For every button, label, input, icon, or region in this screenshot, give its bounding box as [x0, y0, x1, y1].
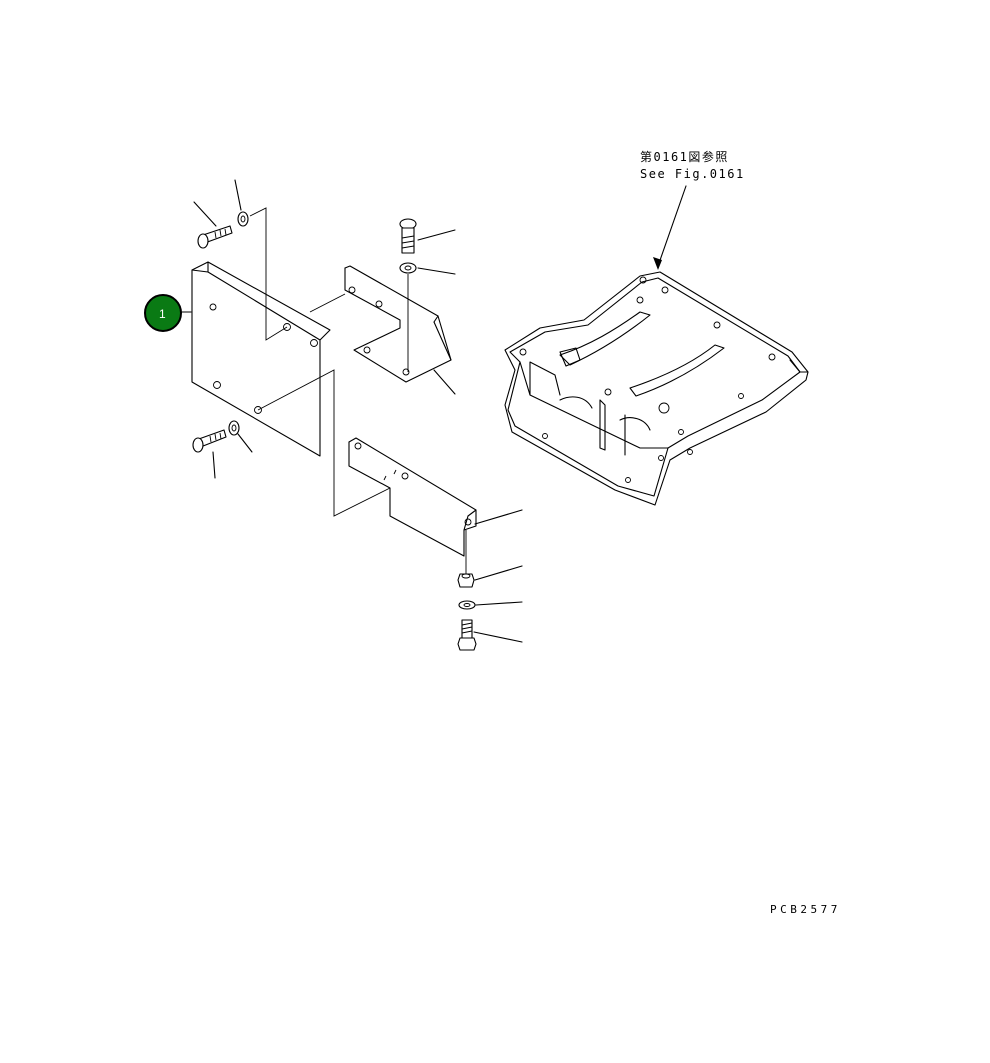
leader-line [474, 565, 523, 581]
leader-line [417, 229, 456, 241]
reference-note-jp: 第0161図参照 [640, 149, 729, 164]
alignment-line [257, 369, 391, 517]
cover-plate [191, 261, 331, 457]
alignment-line [249, 207, 288, 341]
leader-line [474, 509, 523, 525]
leader-line [212, 451, 216, 479]
washer-upper-left [237, 211, 249, 227]
bolt-upper-vertical [399, 218, 417, 254]
reference-arrow [653, 185, 687, 270]
bolt-upper-left [197, 225, 233, 249]
washer-lower-left [228, 420, 240, 436]
leader-line [237, 433, 253, 453]
lower-bracket [348, 437, 477, 557]
upper-bracket [344, 265, 452, 383]
callout-1[interactable]: 1 [144, 294, 182, 332]
leader-line [193, 201, 217, 227]
washer-lower [458, 600, 476, 610]
leader-line [473, 631, 523, 643]
nut-lower [457, 573, 475, 588]
leader-line [417, 267, 456, 275]
callout-1-label: 1 [159, 307, 166, 321]
leader-line [234, 179, 242, 211]
drawing-code: PCB2577 [770, 903, 841, 916]
washer-upper-vertical [399, 262, 417, 274]
callout-1-circle [144, 294, 182, 332]
reference-note-en: See Fig.0161 [640, 167, 745, 181]
alignment-line [309, 293, 346, 313]
main-frame [504, 271, 809, 506]
bolt-lower-vertical [457, 619, 477, 651]
leader-line [433, 369, 456, 395]
leader-line [475, 601, 523, 606]
bolt-lower-left [192, 429, 227, 453]
